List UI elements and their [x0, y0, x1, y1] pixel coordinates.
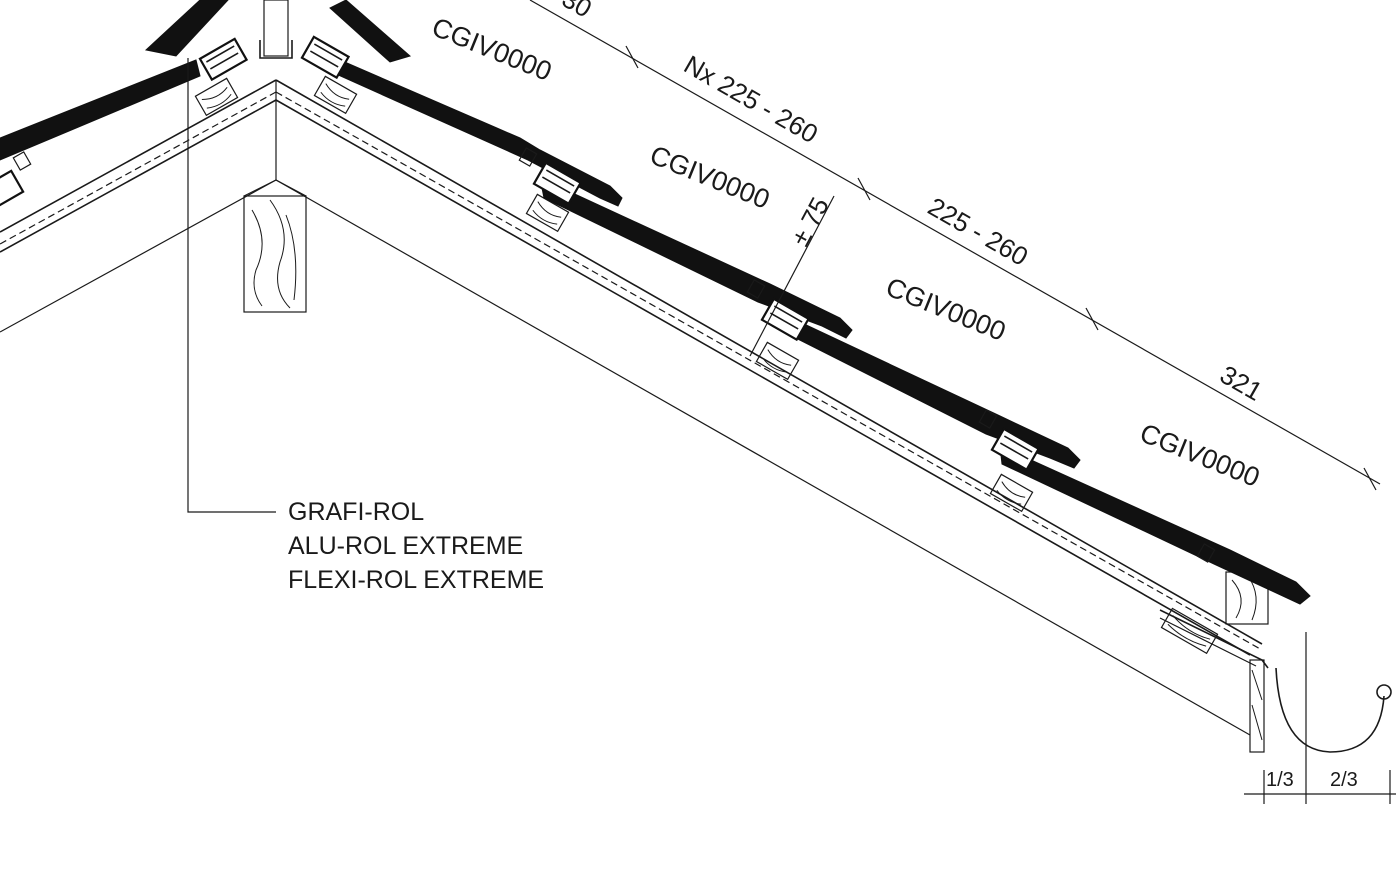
- callout-line-1: GRAFI-ROL: [288, 498, 424, 526]
- dim-label-nx: Nx 225 - 260: [679, 49, 823, 149]
- tile-label-4: CGIV0000: [1136, 418, 1264, 493]
- dim-label-partial: 30: [557, 0, 597, 24]
- tile-row-3: [999, 445, 1311, 605]
- callout-line-2: ALU-ROL EXTREME: [288, 532, 523, 560]
- dim-label-75: ± 75: [785, 192, 835, 251]
- dim-label-one-third: 1/3: [1266, 769, 1294, 791]
- dimension-lines: [187, 0, 1396, 804]
- callout-line-3: FLEXI-ROL EXTREME: [288, 566, 544, 594]
- tile-ridge-cap-right: [329, 0, 412, 63]
- tile-clips: [0, 35, 1041, 472]
- tile-row-2: [769, 307, 1081, 469]
- gutter: [1275, 667, 1392, 753]
- ridge-bracket: [259, 0, 293, 59]
- tile-labels: CGIV0000 CGIV0000 CGIV0000 CGIV0000: [428, 12, 1264, 493]
- tile-label-1: CGIV0000: [428, 12, 556, 87]
- tile-label-2: CGIV0000: [646, 140, 774, 215]
- roof-structure: [0, 79, 1269, 753]
- dim-label-321: 321: [1215, 359, 1268, 407]
- tile-ridge-cap-left: [144, 0, 229, 57]
- dim-label-225-260: 225 - 260: [923, 191, 1033, 272]
- callout-leader: [187, 58, 276, 513]
- dim-label-two-thirds: 2/3: [1330, 769, 1358, 791]
- tile-left-1: [0, 59, 201, 161]
- ridge-beam: [243, 179, 307, 313]
- material-callout: GRAFI-ROL ALU-ROL EXTREME FLEXI-ROL EXTR…: [288, 498, 544, 594]
- battens: [194, 75, 1269, 655]
- roof-tiles: [0, 0, 1311, 605]
- tile-label-3: CGIV0000: [882, 272, 1010, 347]
